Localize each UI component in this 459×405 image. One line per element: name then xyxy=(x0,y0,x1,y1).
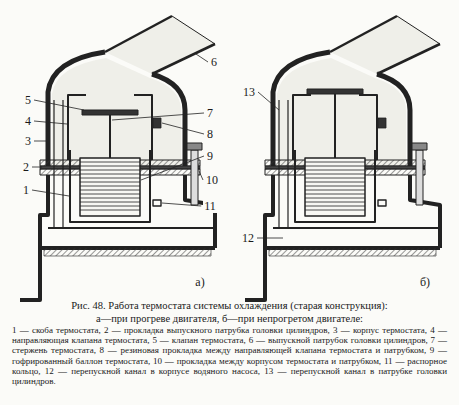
callout-number: 9 xyxy=(206,150,214,163)
bellows-rib xyxy=(80,178,140,179)
outlet-pipe-wall xyxy=(377,44,440,74)
bypass-channel xyxy=(62,100,63,228)
leader-line xyxy=(257,238,283,239)
housing-wall xyxy=(377,74,410,168)
bellows-rib xyxy=(305,166,365,167)
bellows-rib xyxy=(80,198,140,199)
callout-number: 7 xyxy=(206,107,214,120)
bolt xyxy=(191,150,198,205)
bellows-rib xyxy=(305,190,365,191)
outlet-pipe-wall xyxy=(105,16,172,52)
bellows-rib xyxy=(305,210,365,211)
valve-disc xyxy=(307,89,363,94)
outlet-pipe-end xyxy=(172,16,215,44)
callout-number: б) xyxy=(419,276,431,289)
channel-wall xyxy=(48,227,215,229)
housing-wall xyxy=(410,175,440,248)
callout-number: а) xyxy=(194,276,205,289)
leader-lines xyxy=(32,54,283,238)
bellows-rib xyxy=(80,166,140,167)
bellows-rib xyxy=(305,162,365,163)
leader-line xyxy=(258,92,279,110)
caption-note: 1 — скоба термостата, 2 — прокладка выпу… xyxy=(12,325,447,386)
bellows-rib xyxy=(305,170,365,171)
leader-line xyxy=(34,121,67,124)
outlet-pipe-space xyxy=(105,16,215,74)
leader-line xyxy=(196,54,208,62)
valve-disc xyxy=(82,110,138,115)
bellows-rib xyxy=(305,182,365,183)
housing-wall xyxy=(152,74,185,168)
thermostat-bracket xyxy=(295,150,375,222)
leader-line xyxy=(199,171,203,180)
leader-line xyxy=(162,203,201,206)
callout-number: 11 xyxy=(203,200,217,213)
bellows-rib xyxy=(80,202,140,203)
bolt-nut xyxy=(412,143,427,150)
callout-number: 6 xyxy=(210,56,218,69)
callout-number: 13 xyxy=(242,86,256,99)
leader-line xyxy=(32,167,42,168)
callout-number: 12 xyxy=(241,232,255,245)
bellows-rib xyxy=(305,194,365,195)
figure-caption: Рис. 48. Работа термостата системы охлаж… xyxy=(0,300,459,312)
water-space xyxy=(277,58,406,168)
leader-line xyxy=(34,141,46,142)
bellows-rib xyxy=(305,202,365,203)
spacer-ring xyxy=(153,200,161,206)
bellows-rib xyxy=(80,206,140,207)
bolt-nut xyxy=(187,143,202,150)
body-section xyxy=(44,248,211,256)
bolt xyxy=(416,150,423,205)
leader-line xyxy=(141,156,204,180)
bellows-rib xyxy=(305,174,365,175)
callout-number: 3 xyxy=(24,135,32,148)
outlet-pipe-wall xyxy=(330,16,397,52)
thermostat-bracket xyxy=(70,150,150,222)
channel-wall xyxy=(273,227,440,229)
bellows-rib xyxy=(80,170,140,171)
callout-number: 2 xyxy=(22,161,30,174)
thermostat-rod xyxy=(109,115,111,158)
spacer-ring xyxy=(378,200,386,206)
bellows-rib xyxy=(80,194,140,195)
bypass-channel xyxy=(278,100,279,228)
rubber-gasket xyxy=(378,118,386,128)
water-space xyxy=(52,58,181,168)
callout-number: 1 xyxy=(22,184,30,197)
callout-number: 10 xyxy=(205,174,219,187)
thermostat-view xyxy=(20,16,215,300)
bellows-rib xyxy=(80,190,140,191)
bellows-rib xyxy=(305,198,365,199)
bellows-rib xyxy=(305,206,365,207)
bellows-rib xyxy=(80,182,140,183)
outlet-pipe-space xyxy=(330,16,440,74)
outlet-pipe-wall xyxy=(152,44,215,74)
bypass-channel xyxy=(53,100,54,228)
callout-number: 4 xyxy=(24,115,32,128)
caption-note: а—при прогреве двигателя, б—при непрогре… xyxy=(0,313,459,325)
bellows xyxy=(305,158,365,216)
leader-line xyxy=(162,123,204,134)
leader-line xyxy=(32,190,69,196)
outlet-pipe-end xyxy=(397,16,440,44)
callout-number: 5 xyxy=(24,94,32,107)
bellows-rib xyxy=(80,174,140,175)
housing-wall xyxy=(273,52,330,168)
leader-line xyxy=(112,113,204,120)
leader-line xyxy=(34,100,84,110)
housing-wall xyxy=(20,175,48,300)
thermostat-rod xyxy=(334,94,336,158)
callout-number: 8 xyxy=(206,128,214,141)
bypass-channel xyxy=(287,100,288,228)
bellows-rib xyxy=(305,186,365,187)
rubber-gasket xyxy=(153,118,161,128)
bellows-rib xyxy=(80,162,140,163)
bellows-rib xyxy=(80,186,140,187)
bellows xyxy=(80,158,140,216)
bellows-rib xyxy=(80,210,140,211)
body-section xyxy=(269,248,436,256)
bellows-rib xyxy=(305,178,365,179)
thermostat-view xyxy=(245,16,440,300)
